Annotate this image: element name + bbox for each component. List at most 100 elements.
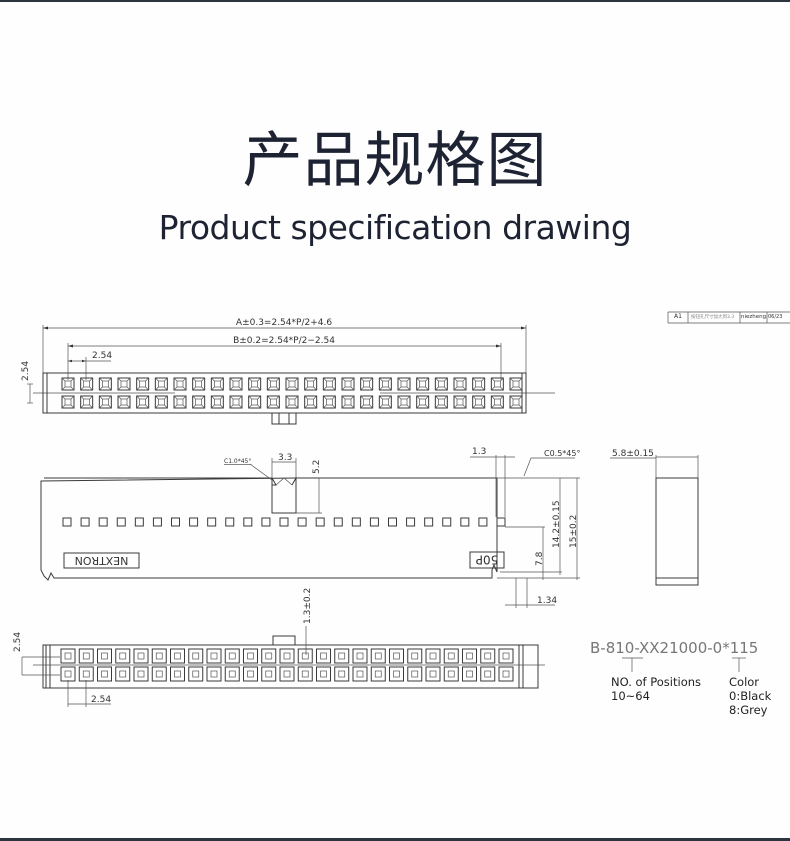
pin <box>352 666 368 682</box>
pin <box>434 377 448 391</box>
pin <box>407 666 423 682</box>
pin <box>453 377 467 391</box>
height-inner-label: 14.2±0.15 <box>552 500 562 548</box>
pin <box>210 395 224 409</box>
pin <box>453 395 467 409</box>
pin <box>490 395 504 409</box>
pin <box>206 666 222 682</box>
pin <box>80 395 94 409</box>
dim-a-label: A±0.3=2.54*P/2+4.6 <box>236 318 332 328</box>
pin <box>266 377 280 391</box>
pin <box>416 377 430 391</box>
pin <box>117 377 131 391</box>
position-label: 50P <box>476 553 499 567</box>
side-pin <box>406 517 416 527</box>
brand-label-box <box>63 552 140 569</box>
pin <box>443 648 459 664</box>
pin <box>498 666 514 682</box>
pitch-bottom-label: 2.54 <box>91 695 111 705</box>
pin <box>192 395 206 409</box>
pin <box>462 648 477 664</box>
side-pin <box>225 517 235 527</box>
pin <box>279 648 295 664</box>
side-pin <box>496 517 506 527</box>
pin <box>498 648 514 664</box>
pin <box>97 666 112 682</box>
pin <box>98 395 112 409</box>
pin <box>248 395 262 409</box>
pin <box>61 377 75 391</box>
key-height-label: 1.3±0.2 <box>303 588 313 624</box>
key-depth-label: 5.2 <box>312 460 322 474</box>
brand-label: NEXTRON <box>75 554 129 567</box>
pin <box>480 648 496 664</box>
pin <box>378 377 392 391</box>
pin <box>192 377 206 391</box>
chamfer-end-label: C0.5*45° <box>544 449 581 458</box>
position-label-box <box>469 551 505 569</box>
side-pin <box>116 517 126 527</box>
pin <box>154 377 168 391</box>
pin <box>509 377 523 391</box>
side-pin <box>478 517 488 527</box>
color-option-black: 0:Black <box>729 689 772 703</box>
pin <box>389 666 404 682</box>
side-pin <box>369 517 379 527</box>
color-label: Color <box>729 675 759 689</box>
pin <box>322 377 336 391</box>
side-pin <box>152 517 162 527</box>
row-pitch-top-label: 2.54 <box>21 361 31 381</box>
pin <box>341 377 355 391</box>
side-pin <box>98 517 108 527</box>
part-number-block: B-810-XX21000-0*115 NO. of Positions 10~… <box>590 639 772 717</box>
side-pin <box>460 517 470 527</box>
revision-author: niezheng <box>741 314 766 320</box>
pin <box>206 648 222 664</box>
pin <box>243 666 258 682</box>
end-view: 5.8±0.15 <box>610 449 699 586</box>
pin <box>188 666 204 682</box>
top-view: A±0.3=2.54*P/2+4.6 B±0.2=2.54*P/2−2.54 2… <box>21 318 555 425</box>
pin <box>229 395 243 409</box>
side-pin <box>261 517 271 527</box>
side-key-notch <box>271 476 297 514</box>
side-pin <box>424 517 434 527</box>
side-pin <box>243 517 253 527</box>
pin <box>370 648 386 664</box>
top-pin-array <box>61 377 523 409</box>
side-pin <box>333 517 343 527</box>
key-width-label: 3.3 <box>278 453 292 463</box>
chamfer-key-label: C1.0*45° <box>224 458 251 465</box>
pin <box>133 648 149 664</box>
pin <box>425 666 441 682</box>
pin <box>443 666 459 682</box>
pin <box>115 648 131 664</box>
pin <box>78 666 94 682</box>
pin <box>480 666 496 682</box>
pin <box>151 648 167 664</box>
pitch-top-label: 2.54 <box>92 351 112 361</box>
revision-date: 06/23 <box>768 314 782 320</box>
pin <box>173 395 187 409</box>
side-pin <box>171 517 180 527</box>
pin <box>170 666 185 682</box>
side-pin <box>189 517 199 527</box>
side-pin <box>315 517 325 527</box>
pin <box>304 377 318 391</box>
pin <box>297 648 313 664</box>
pin <box>261 648 277 664</box>
bottom-key <box>272 635 296 646</box>
pin <box>285 395 299 409</box>
end-width-label: 5.8±0.15 <box>612 449 654 459</box>
pin <box>407 648 423 664</box>
pin <box>224 648 240 664</box>
side-pin-row <box>62 517 506 527</box>
pin <box>266 395 280 409</box>
pin <box>188 648 204 664</box>
pin <box>462 666 477 682</box>
pin <box>154 395 168 409</box>
pin <box>210 377 224 391</box>
side-pin <box>297 517 307 527</box>
pin <box>97 648 112 664</box>
